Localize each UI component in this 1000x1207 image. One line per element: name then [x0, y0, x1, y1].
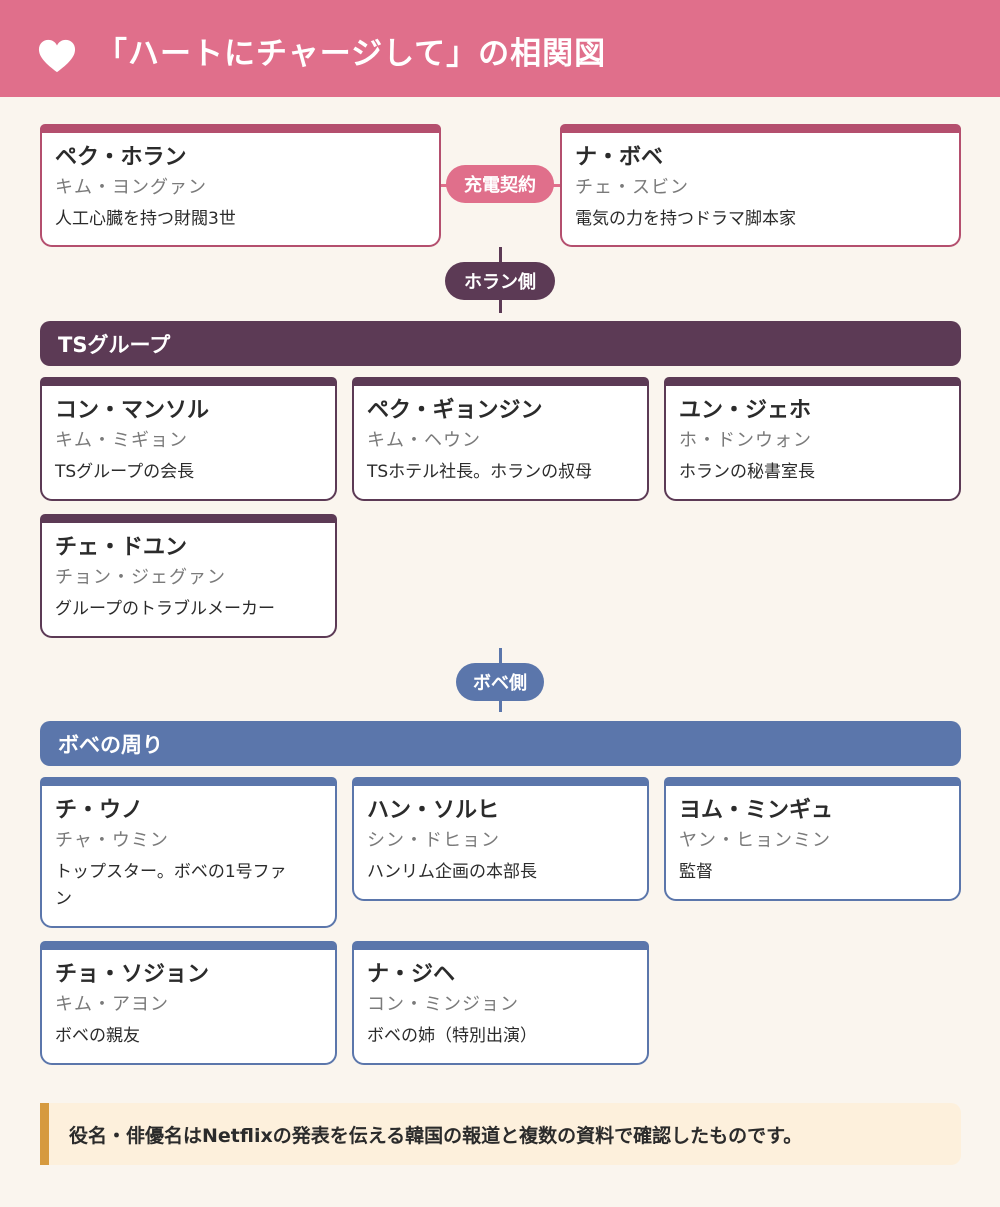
header-banner: 「ハートにチャージして」の相関図 [0, 0, 1000, 97]
actor-name: キム・アヨン [55, 994, 169, 1015]
character-description: TSグループの会長 [55, 462, 195, 482]
heart-icon [38, 39, 76, 73]
character-name: コン・マンソル [55, 398, 210, 423]
character-name: チェ・ドユン [55, 535, 188, 560]
member-card: チョ・ソジョン キム・アヨン ボベの親友 [40, 941, 337, 1065]
lead-card-bobe: ナ・ボベ チェ・スビン 電気の力を持つドラマ脚本家 [560, 124, 961, 247]
lead-card-horan: ペク・ホラン キム・ヨングァン 人工心臓を持つ財閥3世 [40, 124, 441, 247]
character-name: ナ・ジヘ [367, 962, 456, 987]
actor-name: チェ・スビン [575, 177, 689, 198]
member-card: ユン・ジェホ ホ・ドンウォン ホランの秘書室長 [664, 377, 961, 501]
actor-name: ホ・ドンウォン [679, 430, 812, 451]
character-description: トップスター。ボベの1号ファン [55, 862, 287, 909]
relation-label: 充電契約 [446, 165, 554, 203]
member-card: チェ・ドユン チョン・ジェグァン グループのトラブルメーカー [40, 514, 337, 638]
source-note: 役名・俳優名はNetflixの発表を伝える韓国の報道と複数の資料で確認したもので… [40, 1103, 961, 1165]
member-card: ヨム・ミンギュ ヤン・ヒョンミン 監督 [664, 777, 961, 901]
character-name: ペク・ホラン [55, 145, 187, 170]
member-card: コン・マンソル キム・ミギョン TSグループの会長 [40, 377, 337, 501]
actor-name: キム・ミギョン [55, 430, 188, 451]
character-name: チ・ウノ [55, 798, 144, 823]
character-description: 監督 [679, 862, 713, 882]
page-title: 「ハートにチャージして」の相関図 [96, 36, 607, 72]
horan-side-label: ホラン側 [445, 262, 555, 300]
character-description: グループのトラブルメーカー [55, 599, 275, 619]
group-bar-bobe: ボベの周り [40, 721, 961, 766]
character-description: TSホテル社長。ホランの叔母 [367, 462, 593, 482]
character-name: ハン・ソルヒ [367, 798, 500, 823]
character-name: ナ・ボベ [575, 145, 664, 170]
actor-name: チャ・ウミン [55, 830, 169, 851]
actor-name: コン・ミンジョン [367, 994, 519, 1015]
character-name: ユン・ジェホ [679, 398, 812, 423]
actor-name: チョン・ジェグァン [55, 567, 226, 588]
group-bar-ts: TSグループ [40, 321, 961, 366]
actor-name: キム・ヘウン [367, 430, 481, 451]
member-card: ペク・ギョンジン キム・ヘウン TSホテル社長。ホランの叔母 [352, 377, 649, 501]
character-description: ボベの親友 [55, 1026, 140, 1046]
actor-name: ヤン・ヒョンミン [679, 830, 831, 851]
character-description: ホランの秘書室長 [679, 462, 815, 482]
character-name: チョ・ソジョン [55, 962, 210, 987]
member-card: ナ・ジヘ コン・ミンジョン ボベの姉（特別出演） [352, 941, 649, 1065]
character-description: 人工心臓を持つ財閥3世 [55, 209, 236, 229]
character-description: ボベの姉（特別出演） [367, 1026, 537, 1046]
actor-name: キム・ヨングァン [55, 177, 207, 198]
character-description: ハンリム企画の本部長 [367, 862, 537, 882]
character-description: 電気の力を持つドラマ脚本家 [575, 209, 796, 229]
actor-name: シン・ドヒョン [367, 830, 500, 851]
character-name: ヨム・ミンギュ [679, 798, 834, 823]
member-card: チ・ウノ チャ・ウミン トップスター。ボベの1号ファン [40, 777, 337, 928]
member-card: ハン・ソルヒ シン・ドヒョン ハンリム企画の本部長 [352, 777, 649, 901]
character-name: ペク・ギョンジン [367, 398, 543, 423]
bobe-side-label: ボベ側 [456, 663, 544, 701]
